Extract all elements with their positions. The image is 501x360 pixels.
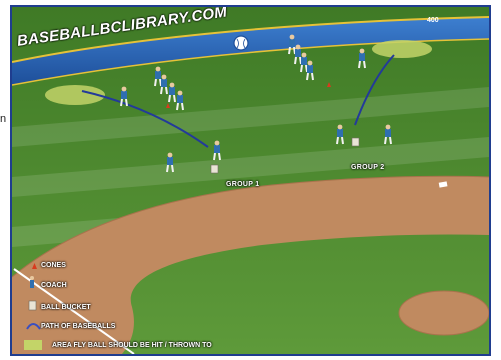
legend-cones-label: CONES [41,262,66,269]
edge-text-fragment: n [0,113,6,125]
legend-target-area-icon [24,340,42,350]
baseball-icon [234,36,248,50]
diagram-frame: BASEBALLBCLIBRARY.COM 400 GROUP 1 GROUP … [10,5,491,356]
distance-marker: 400 [427,17,439,24]
legend-area-label: AREA FLY BALL SHOULD BE HIT / THROWN TO [52,342,212,349]
group-1-label: GROUP 1 [226,181,259,188]
pitchers-mound [399,291,489,335]
legend-ball-bucket-label: BALL BUCKET [41,304,91,311]
legend-path-label: PATH OF BASEBALLS [41,323,115,330]
legend-ball-bucket-icon [29,301,36,310]
group-2-label: GROUP 2 [351,164,384,171]
legend-coach-label: COACH [41,282,67,289]
legend-coach-icon [30,276,34,288]
target-area-group-2 [372,40,432,58]
